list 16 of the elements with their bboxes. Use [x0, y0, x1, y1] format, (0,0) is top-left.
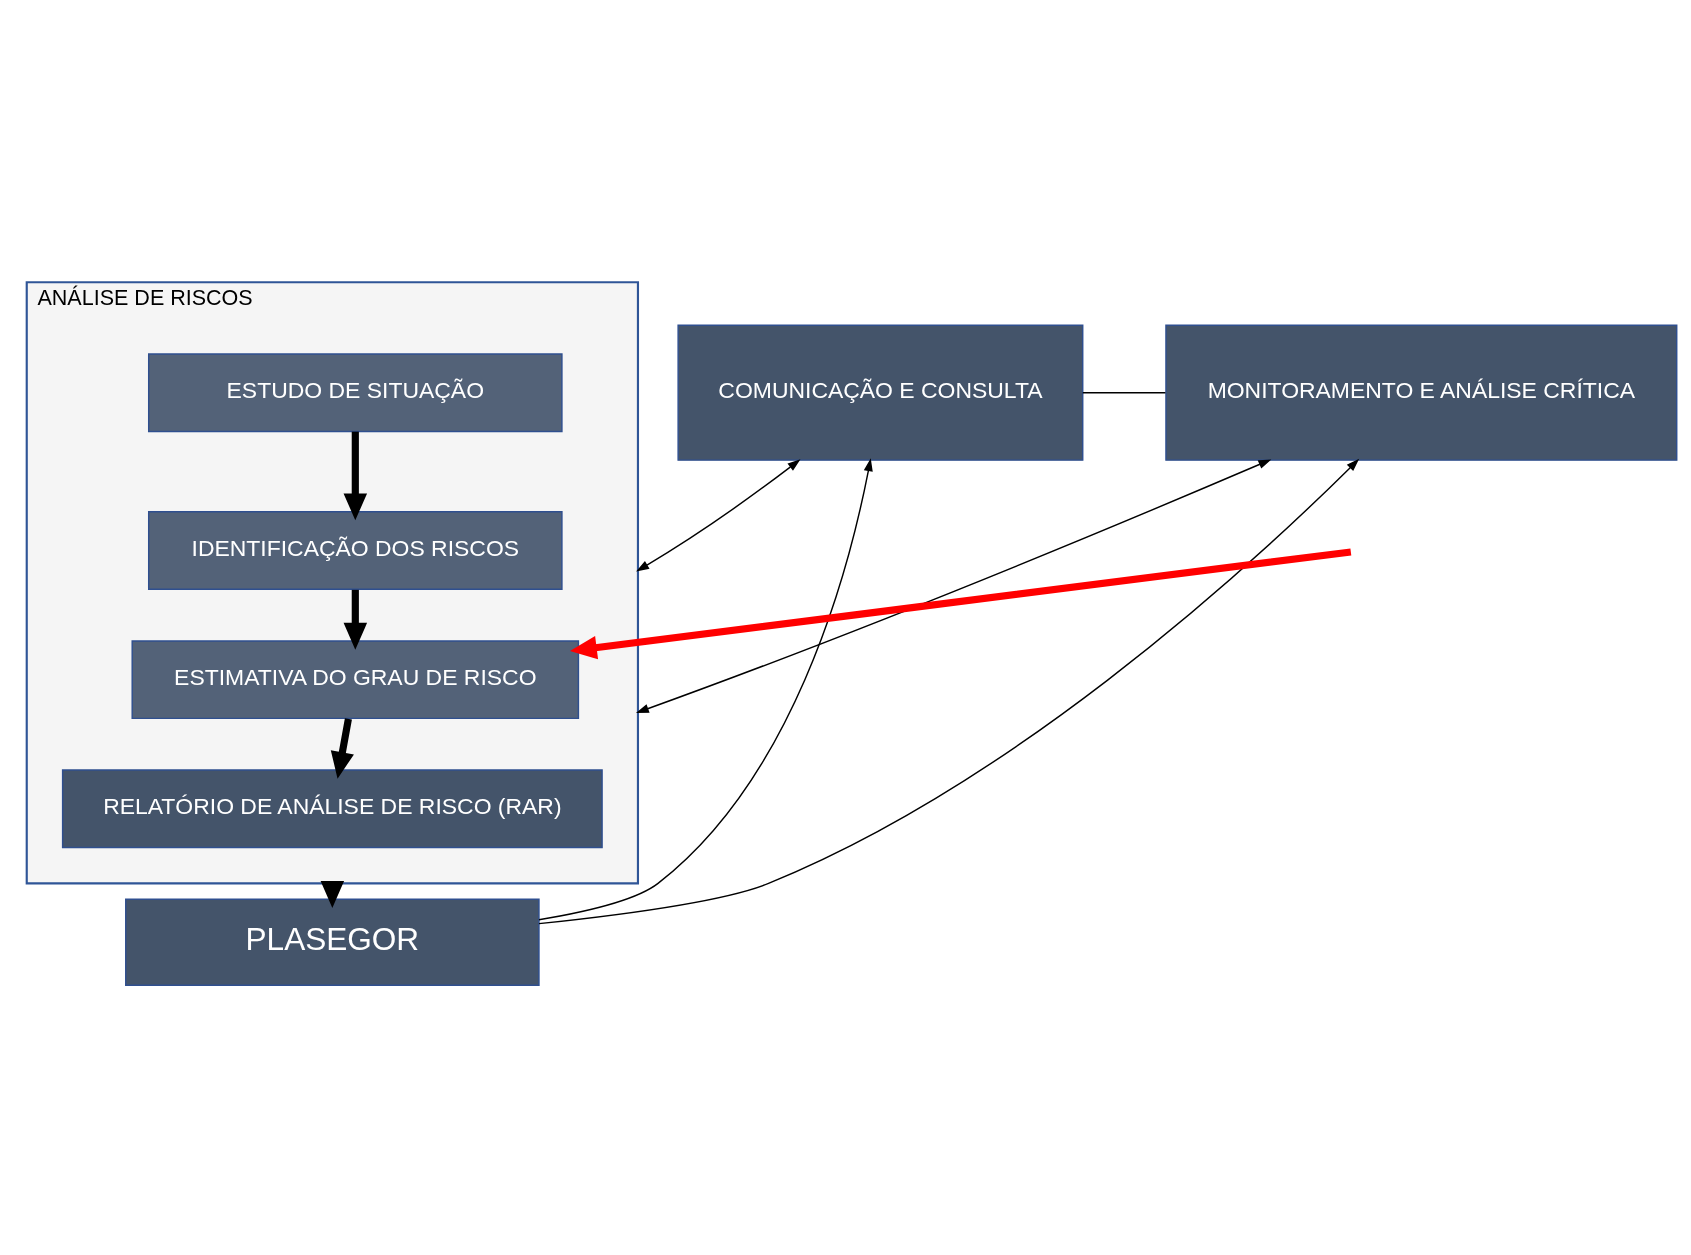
arrow	[635, 458, 800, 571]
arrow	[537, 458, 1359, 924]
node-box: COMUNICAÇÃO E CONSULTA	[676, 324, 1083, 461]
arrow	[537, 457, 873, 920]
arrow	[569, 547, 1351, 659]
node-box: ESTIMATIVA DO GRAU DE RISCO	[131, 639, 579, 719]
arrow	[343, 431, 367, 520]
node-box: PLASEGOR	[124, 897, 540, 986]
connector	[1081, 391, 1166, 393]
node-box: MONITORAMENTO E ANÁLISE CRÍTICA	[1164, 324, 1677, 461]
arrow	[330, 717, 354, 779]
node-box: IDENTIFICAÇÃO DOS RISCOS	[147, 510, 563, 590]
node-box: RELATÓRIO DE ANÁLISE DE RISCO (RAR)	[61, 768, 603, 848]
arrow	[343, 589, 367, 650]
arrow	[635, 458, 1271, 713]
node-box: ESTUDO DE SITUAÇÃO	[147, 352, 563, 432]
